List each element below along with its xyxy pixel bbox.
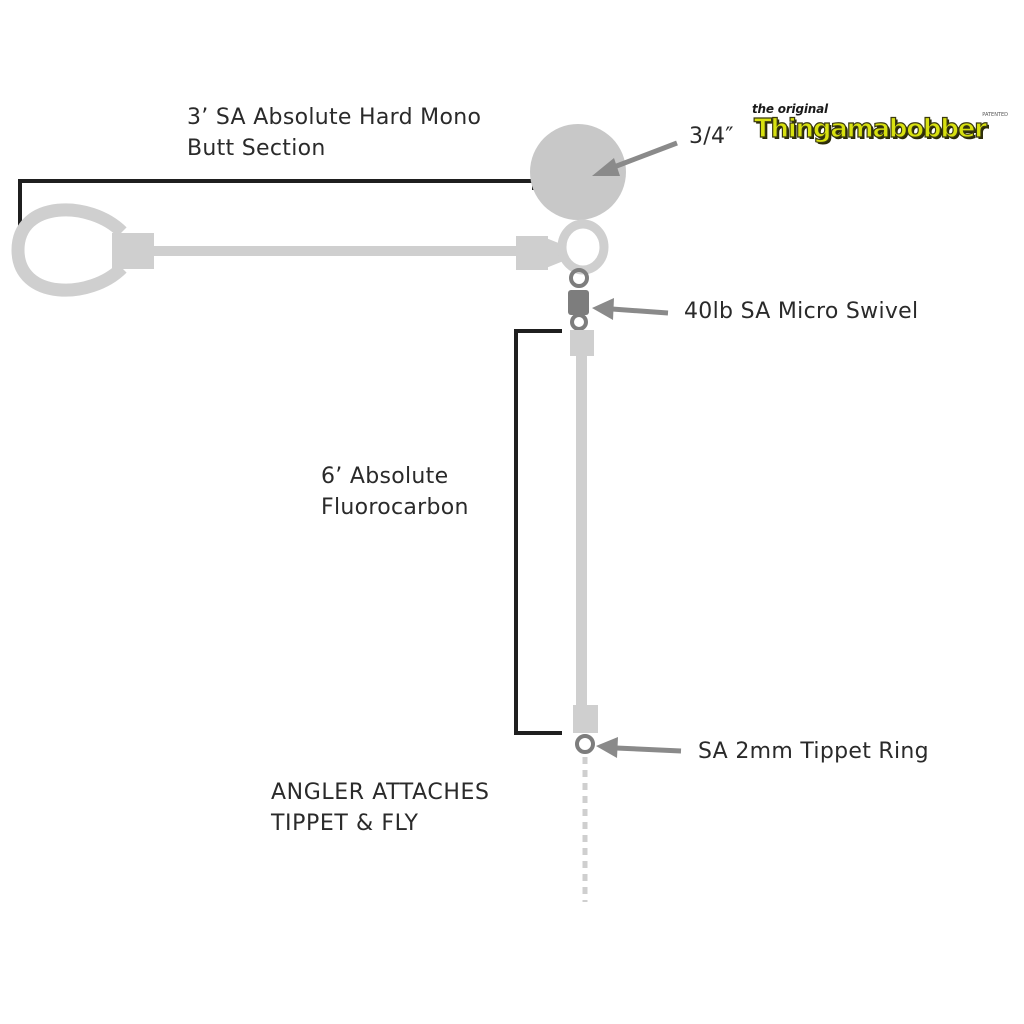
butt-section-label: 3’ SA Absolute Hard Mono Butt Section — [187, 102, 481, 164]
bobber-arrow — [592, 140, 678, 176]
butt-section-bracket — [18, 179, 536, 232]
swivel-arrow — [592, 298, 669, 320]
fluorocarbon-label-line2: Fluorocarbon — [321, 495, 469, 520]
butt-section-mono — [152, 246, 522, 256]
butt-section-label-line1: 3’ SA Absolute Hard Mono — [187, 105, 482, 130]
perfection-loop — [11, 203, 127, 297]
butt-section-sleeve — [516, 236, 548, 270]
bobber-size-label: 3/4″ — [689, 124, 734, 149]
thingamabobber-logo: the original Thingamabobber PATENTED — [752, 102, 1014, 160]
bobber-attachment-ring — [557, 219, 609, 275]
angler-note: ANGLER ATTACHES TIPPET & FLY — [271, 777, 490, 839]
swivel-top-eye — [569, 268, 589, 288]
logo-patent-mark: PATENTED — [982, 112, 1008, 118]
fluorocarbon-label-line1: 6’ Absolute — [321, 464, 449, 489]
loop-sleeve — [112, 233, 154, 269]
logo-wordmark: Thingamabobber — [753, 113, 987, 144]
micro-swivel-body — [568, 290, 589, 315]
fluorocarbon-line — [576, 354, 587, 706]
fluorocarbon-label: 6’ Absolute Fluorocarbon — [321, 461, 469, 523]
fluoro-top-sleeve — [570, 330, 594, 356]
fluoro-bottom-sleeve — [573, 705, 598, 733]
thingamabobber-bobber — [530, 124, 626, 220]
fluorocarbon-bracket — [514, 329, 562, 735]
tippet-ring-label: SA 2mm Tippet Ring — [698, 739, 929, 764]
butt-section-label-line2: Butt Section — [187, 136, 326, 161]
swivel-bottom-eye — [570, 313, 588, 331]
logo-tagline: the original — [752, 102, 828, 116]
tippet-ring — [575, 734, 595, 754]
angler-note-line1: ANGLER ATTACHES — [271, 780, 490, 805]
angler-note-line2: TIPPET & FLY — [271, 811, 419, 836]
tippet-ring-arrow — [596, 737, 682, 758]
swivel-label: 40lb SA Micro Swivel — [684, 299, 919, 324]
